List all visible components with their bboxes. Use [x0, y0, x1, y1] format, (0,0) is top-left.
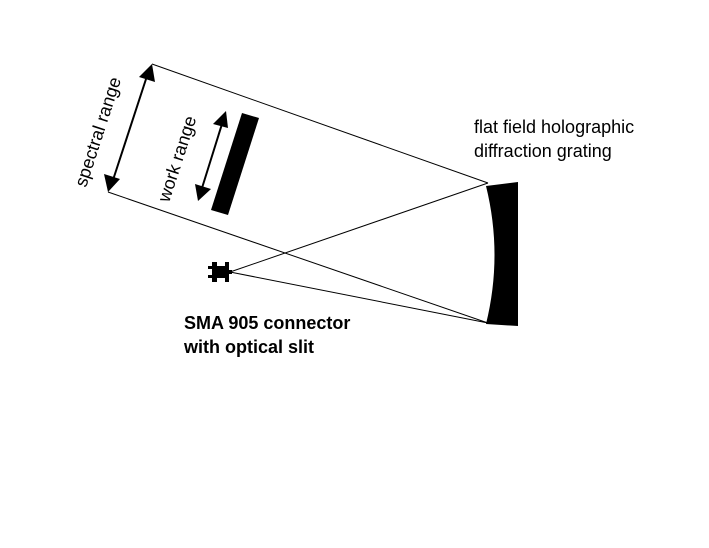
connector-label-line2: with optical slit [183, 337, 314, 357]
grating-label-line1: flat field holographic [474, 117, 634, 137]
connector-label-line1: SMA 905 connector [184, 313, 350, 333]
detector-bar [211, 113, 259, 215]
diffraction-grating [486, 182, 518, 326]
ray-grating-to-spectral-end [107, 191, 489, 324]
grating-label-line2: diffraction grating [474, 141, 612, 161]
work-range-label: work range [153, 113, 200, 205]
sma-connector-icon [208, 262, 232, 282]
ray-slit-to-grating-bottom [229, 271, 489, 324]
ray-grating-to-spectral-start [151, 63, 489, 184]
spectral-range-arrow [104, 64, 155, 192]
ray-slit-to-grating-top [229, 182, 489, 273]
work-range-arrow [195, 111, 228, 201]
spectral-range-label: spectral range [71, 75, 125, 190]
